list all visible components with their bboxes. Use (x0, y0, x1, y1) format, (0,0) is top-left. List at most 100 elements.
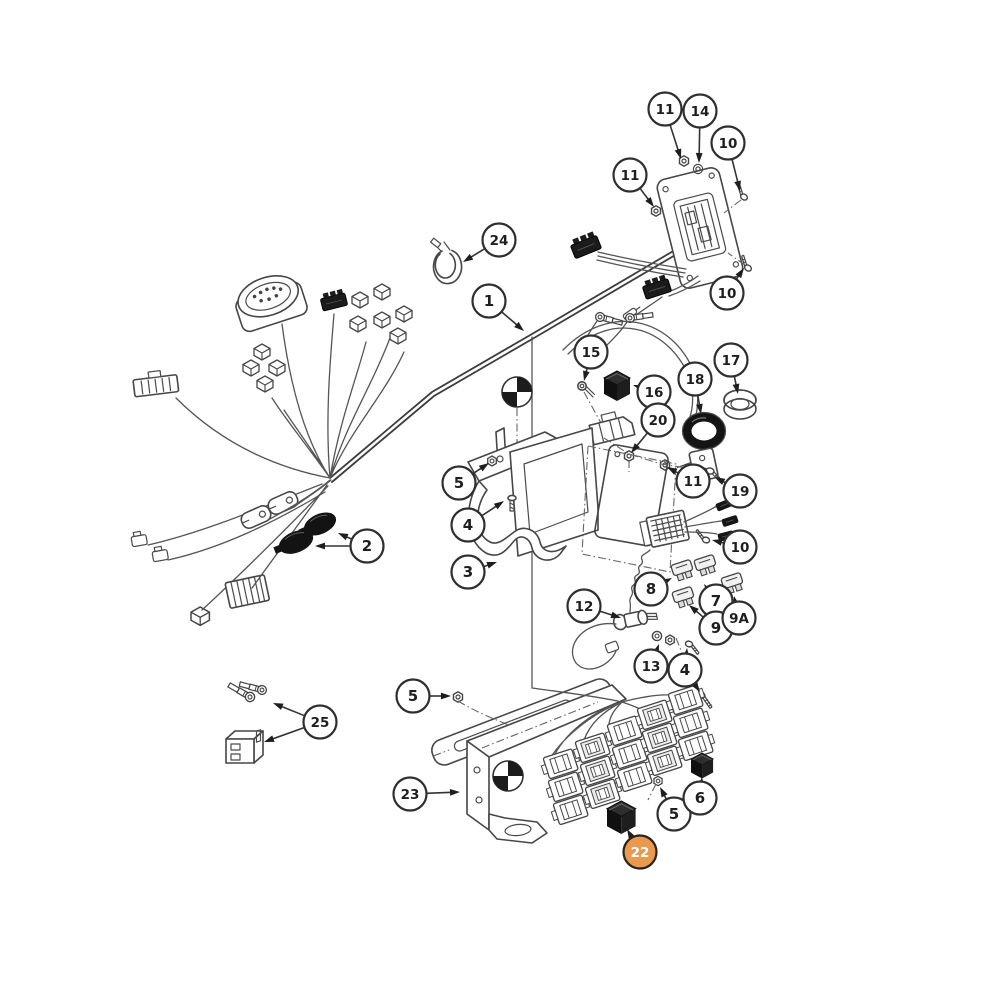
callout-11[interactable]: 11 (667, 463, 711, 499)
callout-circle[interactable] (722, 529, 758, 565)
callout-24[interactable]: 24 (463, 222, 517, 263)
panel-connector-assembly (568, 155, 757, 321)
callout-5[interactable]: 5 (441, 463, 490, 501)
callout-circle[interactable] (450, 507, 486, 543)
callout-circle[interactable] (721, 600, 757, 636)
callout-4[interactable]: 4 (667, 648, 703, 692)
callout-25[interactable]: 25 (264, 703, 338, 742)
callout-circle[interactable] (640, 402, 676, 438)
callout-17[interactable]: 17 (713, 342, 749, 395)
callout-number: 2 (362, 537, 372, 555)
callout-circle[interactable] (633, 571, 669, 607)
callout-circle[interactable] (713, 342, 749, 378)
callout-arrowhead (610, 611, 621, 619)
callout-circle[interactable] (395, 678, 431, 714)
gauge-cap-17 (723, 389, 757, 420)
callout-circle[interactable] (349, 528, 385, 564)
callout-number: 17 (722, 353, 741, 369)
callout-arrowhead (273, 703, 284, 710)
callout-circle[interactable] (656, 796, 692, 832)
callout-arrowhead (712, 539, 723, 546)
callout-12[interactable]: 12 (566, 588, 622, 624)
panel-nut-2 (650, 205, 662, 217)
callout-5[interactable]: 5 (656, 787, 692, 832)
callout-3[interactable]: 3 (450, 554, 498, 590)
callout-number: 14 (691, 104, 710, 120)
callout-circle[interactable] (612, 157, 648, 193)
callout-circle[interactable] (392, 776, 428, 812)
panel-screw-upper (731, 182, 753, 203)
callout-leader-line (698, 127, 701, 156)
callout-4[interactable]: 4 (450, 501, 505, 543)
callout-number: 8 (646, 580, 656, 598)
sealing-ring (692, 163, 704, 175)
callout-circle[interactable] (677, 361, 713, 397)
callout-number: 9A (729, 611, 749, 627)
callout-leader-line (481, 504, 498, 517)
callout-number: 3 (463, 563, 473, 581)
harness-connector-b (640, 273, 673, 300)
callout-circle[interactable] (573, 334, 609, 370)
callout-circle[interactable] (302, 704, 338, 740)
callout-number: 9 (711, 619, 721, 637)
callout-arrowhead (734, 180, 741, 191)
callout-22-highlighted[interactable]: 22 (622, 829, 658, 870)
relay-6 (690, 752, 714, 779)
callout-15[interactable]: 15 (573, 334, 609, 382)
callout-18[interactable]: 18 (677, 361, 713, 415)
callout-circle[interactable] (441, 465, 477, 501)
callout-arrowhead (338, 533, 349, 541)
callout-circle[interactable] (633, 648, 669, 684)
callout-11[interactable]: 11 (612, 157, 655, 208)
callout-arrowhead (695, 403, 703, 414)
screw-10c (692, 528, 713, 545)
callout-leader-line (271, 726, 305, 741)
callout-10[interactable]: 10 (709, 268, 745, 311)
callout-circle[interactable] (481, 222, 517, 258)
callout-number: 10 (731, 540, 750, 556)
callout-circle[interactable] (675, 463, 711, 499)
callout-leader-line (280, 705, 306, 717)
callout-arrowhead (315, 542, 325, 550)
callout-20[interactable]: 20 (631, 402, 676, 454)
callout-number: 5 (669, 805, 679, 823)
cable-clamp (430, 237, 463, 285)
callout-circle[interactable] (647, 91, 683, 127)
rect-connector-left (132, 370, 180, 398)
small-black-connector (318, 288, 349, 312)
callout-circle[interactable] (710, 125, 746, 161)
callout-8[interactable]: 8 (633, 571, 673, 607)
callout-9A[interactable]: 9A (721, 596, 757, 636)
screw-4a (507, 494, 517, 512)
callout-2[interactable]: 2 (315, 528, 385, 564)
callout-arrowhead (689, 605, 699, 615)
callout-circle[interactable] (566, 588, 602, 624)
callout-circle[interactable] (709, 275, 745, 311)
callout-circle[interactable] (667, 652, 703, 688)
callout-10[interactable]: 10 (712, 529, 758, 565)
callout-circle[interactable] (682, 780, 718, 816)
callout-10[interactable]: 10 (710, 125, 746, 192)
callout-11[interactable]: 11 (647, 91, 683, 160)
callout-number: 22 (631, 845, 650, 861)
callout-9[interactable]: 9 (689, 605, 734, 646)
callout-circle[interactable] (722, 473, 758, 509)
callout-circle[interactable] (450, 554, 486, 590)
callout-5[interactable]: 5 (395, 678, 452, 714)
callout-arrowhead (493, 501, 504, 510)
callout-1[interactable]: 1 (471, 283, 525, 332)
callout-6[interactable]: 6 (682, 777, 718, 816)
callout-circle[interactable] (471, 283, 507, 319)
callout-circle[interactable] (622, 834, 658, 870)
callout-number: 6 (695, 789, 705, 807)
callout-number: 1 (484, 292, 494, 310)
terminal-kit (225, 679, 269, 764)
nut-13 (665, 634, 675, 646)
callout-number: 11 (621, 168, 640, 184)
callout-19[interactable]: 19 (715, 473, 758, 509)
callout-13[interactable]: 13 (633, 644, 669, 684)
callout-23[interactable]: 23 (392, 776, 461, 812)
callout-14[interactable]: 14 (682, 93, 718, 164)
callout-circle[interactable] (682, 93, 718, 129)
